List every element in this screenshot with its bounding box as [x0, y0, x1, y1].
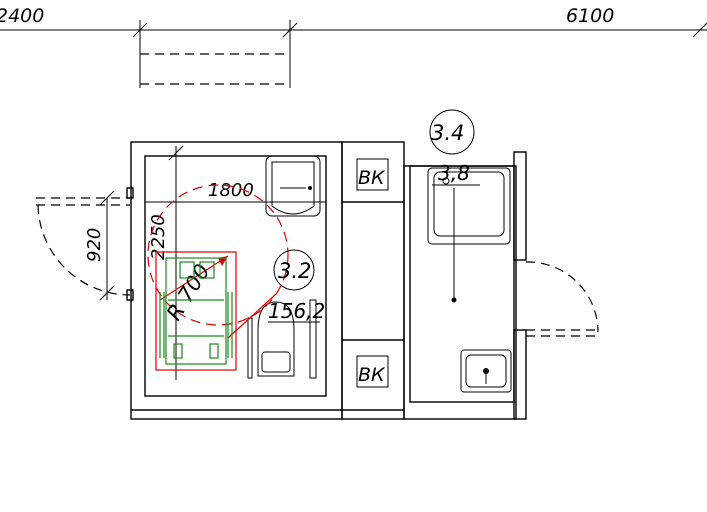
- room-3-4-tag: [429, 109, 480, 186]
- shaft-lower: [356, 355, 389, 388]
- room-3-4-number: 3.4: [431, 121, 464, 145]
- washbasin-left: [265, 155, 321, 217]
- wheelchair: [159, 257, 233, 365]
- top-dimension-line: [0, 20, 707, 88]
- dimension-1800: 1800: [208, 180, 254, 201]
- shower-tray: [427, 167, 511, 245]
- walls: [126, 141, 527, 420]
- dimension-2250-line: [168, 145, 184, 380]
- toilet: [257, 301, 295, 377]
- dimension-6100: 6100: [566, 5, 614, 27]
- entry-door-left: [36, 190, 131, 301]
- room-3-2-tag: [268, 249, 320, 323]
- washbasin-right: [460, 349, 512, 393]
- entry-door-right: [525, 261, 600, 337]
- shaft-upper: [356, 158, 389, 191]
- dimension-920: 920: [84, 228, 105, 262]
- dimension-2250: 2250: [148, 214, 169, 260]
- turning-radius-label: R 700: [162, 260, 215, 325]
- room-3-2-area: 156,2: [268, 299, 325, 323]
- dimension-2400: 2400: [0, 5, 44, 27]
- shaft-upper-label: ВК: [358, 167, 386, 189]
- shaft-lower-label: ВК: [358, 364, 386, 386]
- room-3-2-number: 3.2: [278, 259, 311, 283]
- lamp-leader: [451, 188, 457, 303]
